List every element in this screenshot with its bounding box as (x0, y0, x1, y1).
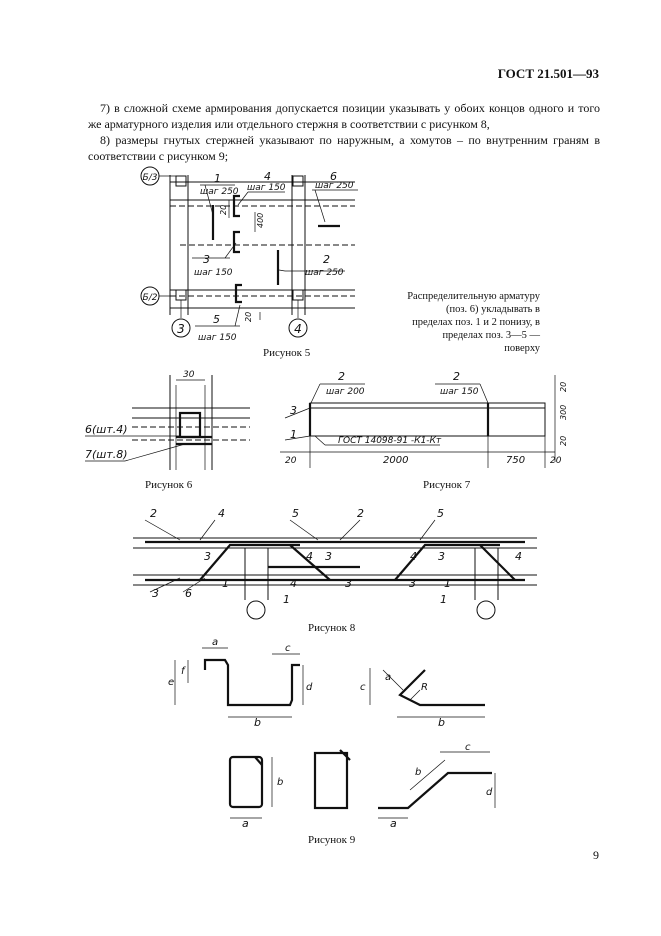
fig5-step-6: шаг 250 (315, 181, 354, 191)
fig8-mid-4b: 4 (410, 550, 417, 563)
fig8-mid-4c: 4 (515, 550, 522, 563)
fig5-step-3: шаг 150 (194, 268, 233, 278)
fig5-dim-400: 400 (256, 213, 265, 228)
fig9-b3: b (277, 777, 283, 788)
fig7-dim-750: 750 (506, 455, 525, 466)
fig6-dim-30: 30 (183, 370, 195, 380)
fig7-step-2b: шаг 150 (440, 387, 479, 397)
fig7-dim-2000: 2000 (383, 455, 408, 466)
fig7-vdim-20b: 20 (559, 436, 568, 446)
fig5-dim-20b: 20 (244, 312, 253, 322)
fig9-d4: d (486, 787, 493, 798)
fig9-a1: a (212, 637, 218, 648)
fig5-pos-4: 4 (264, 170, 271, 183)
figure-9-drawing: a c e f d b c a R b b a c b (168, 637, 496, 830)
figure-7-drawing: 2 шаг 200 2 шаг 150 3 1 ГОСТ 14098-91 -К… (280, 370, 568, 468)
fig9-b2: b (438, 716, 445, 729)
fig6-label-7: 7(шт.8) (85, 448, 128, 461)
axis-4-label: 4 (294, 322, 302, 336)
fig9-a3: a (242, 817, 249, 830)
fig7-step-2a: шаг 200 (326, 387, 365, 397)
figure-5-note: Распределительную арматуру (поз. 6) укла… (407, 291, 540, 354)
fig5-pos-2: 2 (323, 253, 330, 266)
axis-b3-label: Б/3 (143, 173, 158, 183)
figure-7-caption: Рисунок 7 (423, 479, 471, 491)
fig7-vdim-300: 300 (559, 405, 568, 420)
fig7-pos-2a: 2 (338, 370, 345, 383)
paragraph-8: 8) размеры гнутых стержней указывают по … (88, 133, 600, 163)
fig7-pos-1: 1 (290, 428, 297, 441)
fig8-bot-1a: 1 (222, 577, 229, 590)
fig8-bot-1b: 1 (283, 593, 290, 606)
fig5-step-2: шаг 250 (305, 268, 344, 278)
fig5-pos-1: 1 (214, 172, 221, 185)
figure-5-caption: Рисунок 5 (263, 347, 311, 359)
fig7-gost: ГОСТ 14098-91 -К1-Кт (338, 436, 442, 446)
fig9-c1: c (285, 643, 291, 654)
axis-b2-label: Б/2 (143, 293, 158, 303)
axis-3-label: 3 (177, 322, 185, 336)
figure-6-caption: Рисунок 6 (145, 479, 193, 491)
fig8-bot-1c: 1 (444, 577, 451, 590)
fig7-dim-20l: 20 (285, 456, 297, 466)
standard-header: ГОСТ 21.501—93 (497, 66, 599, 81)
fig5-pos-6: 6 (330, 170, 337, 183)
figure-8-caption: Рисунок 8 (308, 622, 356, 634)
fig8-bot-1d: 1 (440, 593, 447, 606)
fig8-top-2a: 2 (150, 507, 157, 520)
fig7-pos-3: 3 (290, 404, 297, 417)
fig7-pos-2b: 2 (453, 370, 460, 383)
fig8-bot-3c: 3 (409, 577, 416, 590)
fig9-b4: b (415, 767, 421, 778)
figure-9-caption: Рисунок 9 (308, 834, 356, 846)
fig8-mid-4a: 4 (306, 550, 313, 563)
page-number: 9 (593, 848, 599, 862)
fig9-c4: c (465, 742, 471, 753)
fig5-pos-3: 3 (203, 253, 210, 266)
figure-6-drawing: 30 6(шт.4) 7(шт.8) (85, 370, 250, 470)
fig9-a4: a (390, 817, 397, 830)
fig7-dim-20r: 20 (550, 456, 562, 466)
fig5-step-1: шаг 250 (200, 187, 239, 197)
fig9-c2: c (360, 682, 366, 693)
figure-5-drawing: Б/3 Б/2 3 4 1 шаг 250 4 шаг 150 6 шаг 25… (140, 166, 358, 343)
figure-8-drawing: 2 4 5 2 5 3 4 3 4 3 4 3 6 1 1 4 3 3 1 1 (133, 507, 537, 620)
fig9-d1: d (306, 682, 313, 693)
fig5-pos-5: 5 (213, 313, 220, 326)
fig9-b1: b (254, 716, 261, 729)
paragraph-7: 7) в сложной схеме армирования допускает… (88, 101, 600, 131)
fig8-top-5b: 5 (437, 507, 444, 520)
fig8-bot-3: 3 (152, 587, 159, 600)
fig5-step-5: шаг 150 (198, 333, 237, 343)
fig9-f1: f (181, 666, 186, 677)
fig8-top-4: 4 (218, 507, 225, 520)
fig5-dim-20a: 20 (219, 205, 228, 215)
fig8-bot-6: 6 (185, 587, 192, 600)
fig7-vdim-20t: 20 (559, 382, 568, 392)
fig9-a2: a (385, 672, 391, 683)
fig5-step-4: шаг 150 (247, 183, 286, 193)
fig6-label-6: 6(шт.4) (85, 423, 128, 436)
fig8-mid-3b: 3 (325, 550, 332, 563)
fig8-mid-3c: 3 (438, 550, 445, 563)
fig8-bot-3b: 3 (345, 577, 352, 590)
fig8-mid-3a: 3 (204, 550, 211, 563)
fig9-R2: R (421, 682, 428, 693)
fig8-bot-4: 4 (290, 577, 297, 590)
fig8-top-5a: 5 (292, 507, 299, 520)
fig8-top-2b: 2 (357, 507, 364, 520)
fig9-e1: e (168, 677, 174, 688)
